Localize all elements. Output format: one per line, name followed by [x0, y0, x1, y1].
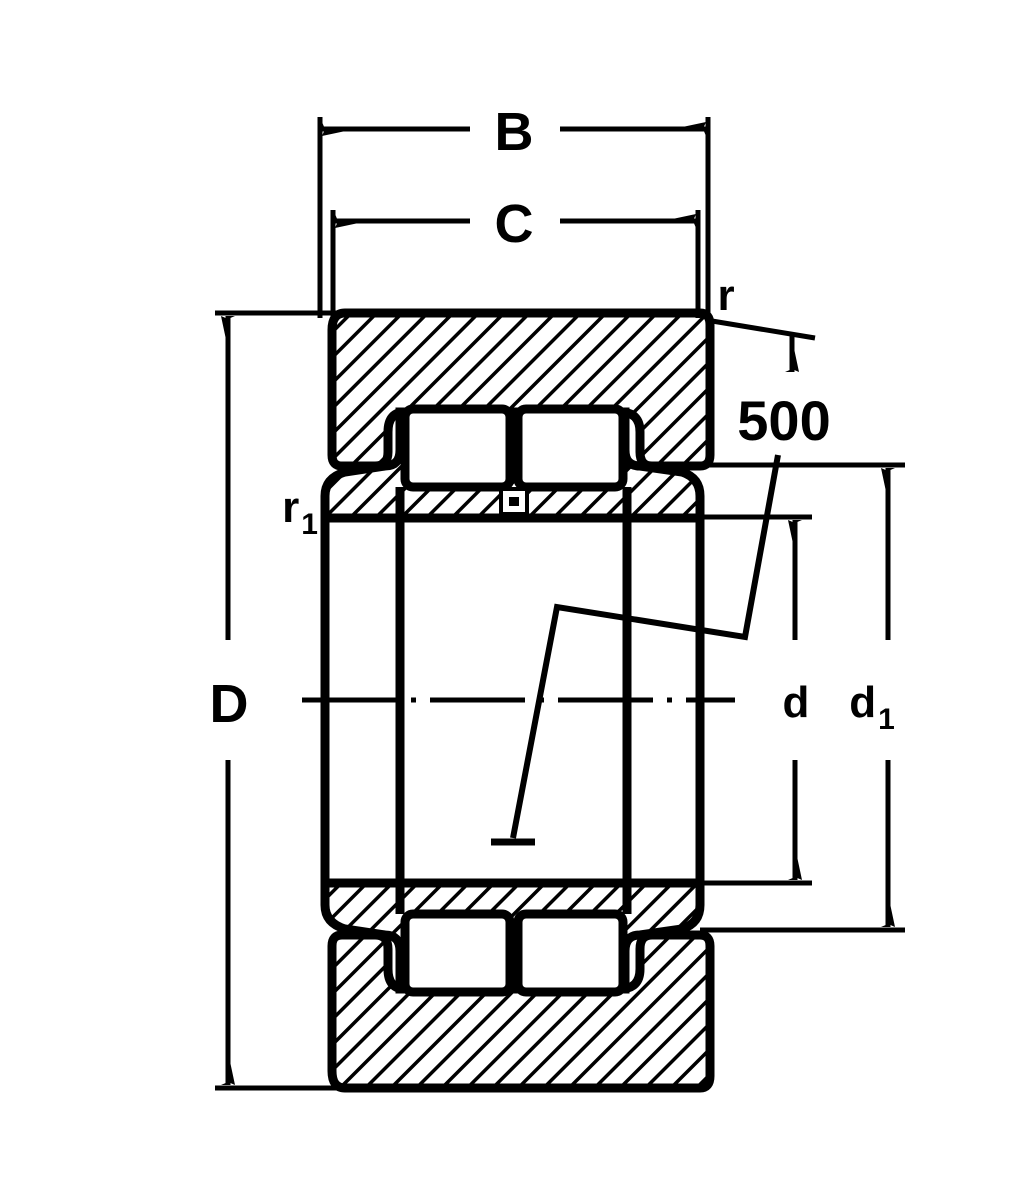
dimension-label-d1: d1: [849, 678, 895, 736]
dimension-label-C: C: [495, 194, 534, 254]
dimension-label-r1-subscript: 1: [301, 508, 318, 541]
dimension-label-d1-subscript: 1: [878, 703, 895, 736]
dimension-label-D: D: [210, 674, 249, 734]
dimension-d1: d1: [700, 462, 905, 933]
leader-r1: r1: [282, 483, 318, 541]
dimension-label-d: d: [783, 678, 810, 727]
roller-top-right: [513, 404, 628, 492]
dimension-label-B: B: [495, 102, 534, 162]
roller-bottom-right: [513, 909, 628, 997]
dimension-D: D: [210, 310, 345, 1091]
roller-bottom-left: [400, 909, 515, 997]
dimension-label-d1-base: d: [849, 678, 876, 727]
cage-separator-detail: [499, 487, 529, 516]
dimension-label-r1-base: r: [282, 483, 299, 532]
dimension-d: d: [700, 514, 812, 886]
dimension-C: C: [330, 194, 701, 318]
dimension-B: B: [317, 102, 711, 318]
roller-top-left: [400, 404, 515, 492]
dimension-label-r: r: [717, 271, 734, 320]
leader-r: r: [711, 271, 816, 372]
leader-500: 500: [491, 389, 831, 846]
dimension-label-r1: r1: [282, 483, 318, 541]
series-number-label: 500: [737, 389, 830, 452]
